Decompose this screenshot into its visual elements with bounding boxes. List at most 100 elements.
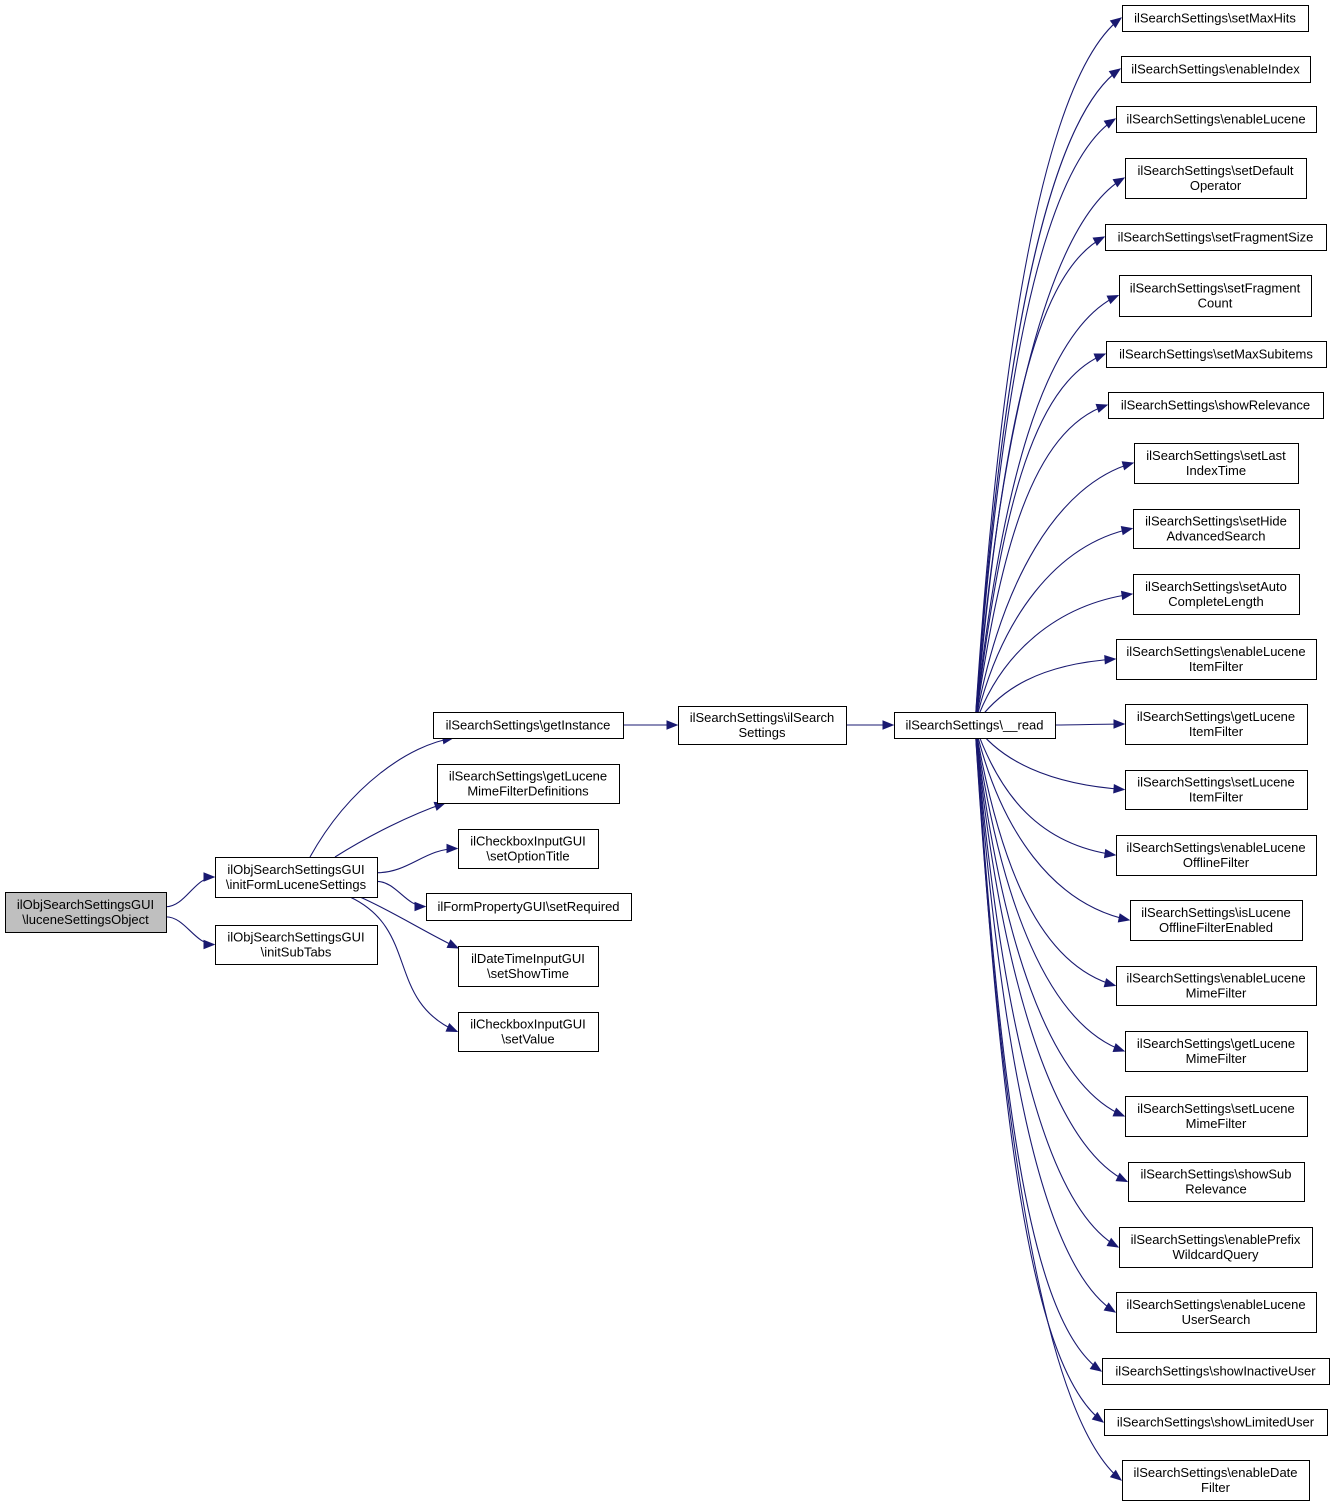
node-box [1125,158,1307,199]
node-label-line: ilSearchSettings\setHide [1145,514,1287,529]
edge-arrowhead [1115,1172,1129,1183]
node-label-line: ilSearchSettings\enableLucene [1126,840,1305,855]
node-box [458,946,599,987]
edge-line [974,724,1116,856]
node-t0[interactable]: ilSearchSettings\setMaxHits [1122,5,1309,32]
node-t23[interactable]: ilSearchSettings\showLimitedUser [1104,1409,1328,1436]
edge-arrowhead [1103,978,1117,988]
node-initForm[interactable]: ilObjSearchSettingsGUI\initFormLuceneSet… [215,857,378,898]
node-t2[interactable]: ilSearchSettings\enableLucene [1116,106,1317,133]
edge-arrowhead [203,872,216,882]
node-label-line: MimeFilter [1186,1116,1247,1131]
node-t6[interactable]: ilSearchSettings\setMaxSubitems [1106,341,1327,368]
edge-read-to-t0 [974,17,1123,726]
edge-initForm-to-setRequired [376,880,427,912]
node-getInstance[interactable]: ilSearchSettings\getInstance [433,712,624,739]
edge-line [974,527,1133,726]
node-box [1108,392,1324,419]
edge-read-to-t24 [974,724,1123,1481]
node-label-line: \setValue [501,1032,554,1047]
node-t7[interactable]: ilSearchSettings\showRelevance [1108,392,1324,419]
edge-read-to-t18 [974,724,1126,1117]
node-box [1122,5,1309,32]
edge-initForm-to-getMime [334,801,447,858]
edge-read-to-t20 [974,724,1120,1248]
node-t1[interactable]: ilSearchSettings\enableIndex [1121,56,1311,83]
edge-line [974,724,1119,1248]
node-label-line: ilObjSearchSettingsGUI [227,862,364,877]
edge-arrowhead [1103,848,1117,859]
node-t14[interactable]: ilSearchSettings\enableLuceneOfflineFilt… [1116,835,1317,876]
edge-line [165,876,215,908]
edge-arrowhead [1113,719,1126,729]
edge-arrowhead [1109,17,1123,29]
node-label-line: ilSearchSettings\setMaxSubitems [1119,347,1313,362]
edge-read-to-t8 [974,461,1135,726]
node-lucene[interactable]: ilObjSearchSettingsGUI\luceneSettingsObj… [5,892,167,933]
node-t22[interactable]: ilSearchSettings\showInactiveUser [1102,1358,1330,1385]
edge-read-to-t21 [974,724,1117,1313]
node-label-line: Count [1198,296,1233,311]
edge-line [974,724,1128,1182]
edge-arrowhead [1092,236,1106,247]
edge-lucene-to-initSub [165,916,216,950]
edge-arrowhead [1120,526,1134,536]
node-getMime[interactable]: ilSearchSettings\getLuceneMimeFilterDefi… [437,764,620,804]
edge-line [349,896,458,1033]
node-initSub[interactable]: ilObjSearchSettingsGUI\initSubTabs [215,925,378,965]
node-label-line: ilSearchSettings\enablePrefix [1131,1232,1301,1247]
node-setRequired[interactable]: ilFormPropertyGUI\setRequired [426,893,632,921]
edge-read-to-t15 [974,724,1131,923]
node-label-line: ilSearchSettings\setAuto [1145,579,1287,594]
edge-line [334,802,446,858]
edge-line [974,404,1108,726]
edge-arrowhead [1108,68,1122,79]
edge-arrowhead [882,720,895,730]
node-label-line: Filter [1201,1480,1231,1495]
node-label-line: ilSearchSettings\setLast [1146,448,1286,463]
edge-arrowhead [1120,590,1134,601]
node-read[interactable]: ilSearchSettings\__read [894,712,1056,739]
node-t4[interactable]: ilSearchSettings\setFragmentSize [1105,224,1327,251]
edge-arrowhead [1095,403,1109,413]
edge-read-to-t17 [974,724,1126,1053]
node-box [1119,275,1312,317]
node-label-line: ilSearchSettings\showLimitedUser [1117,1415,1315,1430]
node-box [1116,106,1317,133]
node-setOptTitle[interactable]: ilCheckboxInputGUI\setOptionTitle [458,829,599,869]
node-box [1116,966,1317,1006]
node-label-line: ilSearchSettings\showInactiveUser [1115,1364,1316,1379]
node-setValue[interactable]: ilCheckboxInputGUI\setValue [458,1012,599,1052]
edge-arrowhead [1121,461,1135,471]
node-label-line: ItemFilter [1189,724,1244,739]
node-t20[interactable]: ilSearchSettings\enablePrefixWildcardQue… [1119,1227,1313,1268]
node-label-line: \setShowTime [487,966,569,981]
node-box [1125,704,1308,745]
edge-arrowhead [414,901,427,912]
edge-line [974,462,1134,726]
node-label-line: ilSearchSettings\showSub [1140,1167,1291,1182]
edge-line [974,724,1125,1052]
node-t15[interactable]: ilSearchSettings\isLuceneOfflineFilterEn… [1130,900,1303,941]
edge-read-to-t22 [974,724,1103,1372]
node-setShowTime[interactable]: ilDateTimeInputGUI\setShowTime [458,946,599,987]
edge-arrowhead [666,720,679,730]
node-label-line: \initFormLuceneSettings [226,877,367,892]
node-box [1106,341,1327,368]
node-ctor[interactable]: ilSearchSettings\ilSearchSettings [678,706,847,745]
node-label-line: ilSearchSettings\getLucene [449,769,607,784]
